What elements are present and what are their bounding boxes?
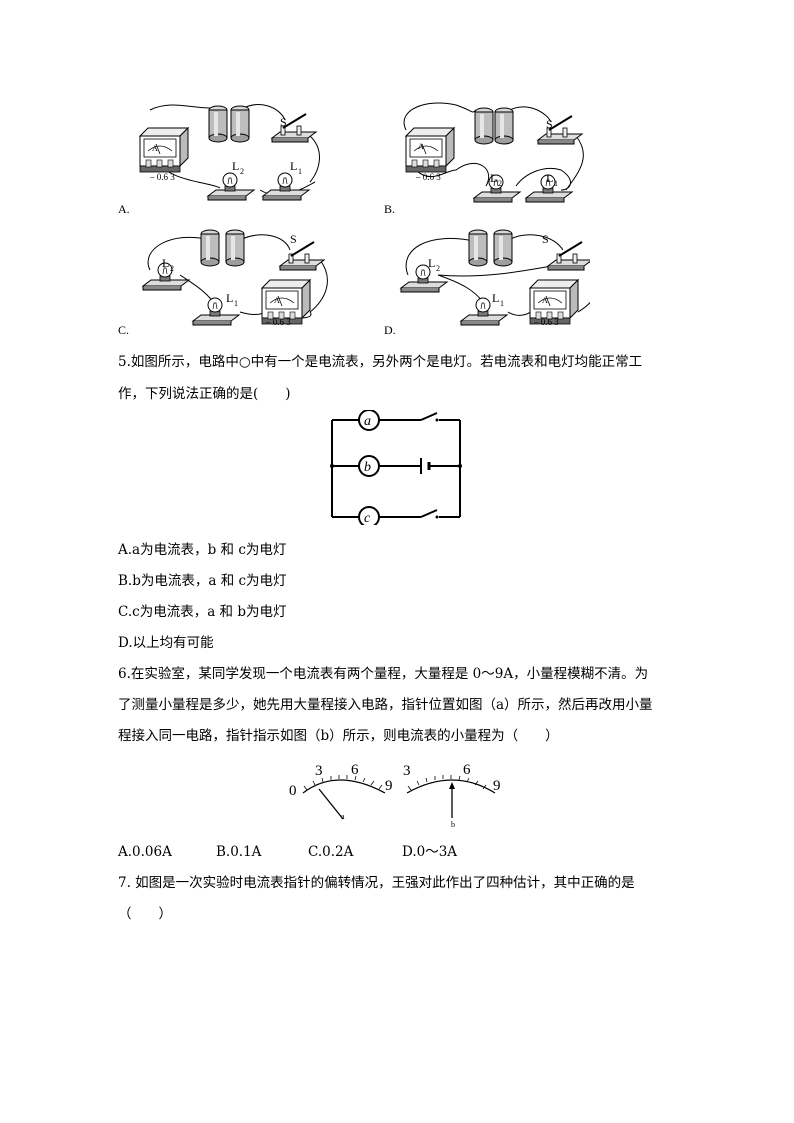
q5-circle-c-label: c	[364, 511, 371, 525]
q4-circuit-figures: A – 0.6 3 S L 2 L 1 A – 0.6 3 S L 2 L 1 …	[139, 102, 590, 327]
q6-stem-line1: 6.在实验室，某同学发现一个电流表有两个量程，大量程是 0～9A，小量程模糊不清…	[118, 666, 649, 682]
q4-d-ammeter-symbol: A	[542, 296, 548, 305]
q6-dial-a-tick-6: 6	[351, 762, 359, 778]
q4-a-range-label: – 0.6 3	[149, 172, 175, 182]
q4-c-range-label: – 0.6 3	[265, 317, 291, 327]
q4-d-switch-label: S	[542, 232, 549, 246]
q4-b-l1-sub: 1	[554, 179, 558, 188]
q4-option-b-letter[interactable]: B.	[384, 202, 396, 216]
q4-option-b-figure	[403, 102, 584, 203]
q4-b-l2-sub: 2	[498, 179, 502, 188]
q4-a-l1-sub: 1	[298, 167, 302, 176]
q4-d-range-label: – 0.6 3	[533, 317, 559, 327]
q5-stem-line2: 作，下列说法正确的是( )	[118, 386, 291, 402]
q6-dial-a-tick-3: 3	[315, 763, 323, 779]
q5-circle-a-label: a	[364, 414, 371, 429]
q6-dial-b	[406, 775, 496, 818]
q5-circle-b-label: b	[364, 460, 371, 475]
q7-stem-line1: 7. 如图是一次实验时电流表指针的偏转情况，王强对此作出了四种估计，其中正确的是	[118, 875, 635, 891]
q6-option-a[interactable]: A.0.06A	[118, 844, 172, 860]
q7-stem-line2: （ ）	[118, 906, 172, 922]
q6-dial-a-label: a	[341, 812, 345, 821]
q6-dial-a-tick-9: 9	[385, 778, 393, 794]
q6-dial-b-label: b	[451, 820, 455, 829]
q4-a-switch-label: S	[280, 115, 287, 129]
q4-d-l2-sub: 2	[436, 264, 440, 273]
q6-option-b[interactable]: B.0.1A	[216, 844, 262, 860]
q4-c-l2-label: L	[162, 256, 169, 270]
q4-option-a-letter[interactable]: A.	[118, 202, 130, 216]
q6-option-d[interactable]: D.0～3A	[402, 844, 458, 860]
q5-circuit-diagram: a b c	[330, 410, 462, 525]
q5-option-d[interactable]: D.以上均有可能	[118, 635, 214, 651]
q4-d-l2-label: L	[428, 256, 435, 270]
q6-stem-line3: 程接入同一电路，指针指示如图（b）所示，则电流表的小量程为（ ）	[118, 728, 559, 744]
q4-b-l2-label: L	[490, 171, 497, 185]
q5-option-c[interactable]: C.c为电流表，a 和 b为电灯	[118, 604, 287, 620]
q4-option-c-letter[interactable]: C.	[118, 323, 130, 337]
q6-option-c[interactable]: C.0.2A	[308, 844, 354, 860]
q4-b-range-label: – 0.6 3	[415, 172, 441, 182]
q4-a-ammeter-symbol: A	[152, 144, 158, 153]
q4-a-l2-sub: 2	[240, 167, 244, 176]
q4-option-a-figure	[139, 104, 320, 201]
q5-stem-line1: 5.如图所示，电路中○中有一个是电流表，另外两个是电灯。若电流表和电灯均能正常工	[118, 354, 643, 370]
q4-b-switch-label: S	[546, 117, 553, 131]
q6-ammeter-dials: 0 3 6 9 a 3 6 9 b	[289, 762, 501, 829]
q4-b-ammeter-symbol: A	[418, 142, 424, 151]
q4-c-switch-label: S	[290, 232, 297, 246]
q6-dial-b-tick-6: 6	[463, 762, 471, 778]
q6-dial-a	[302, 775, 386, 820]
q5-option-a[interactable]: A.a为电流表，b 和 c为电灯	[118, 542, 287, 558]
q4-c-l2-sub: 2	[170, 264, 174, 273]
q6-dial-a-tick-0: 0	[289, 783, 297, 799]
q4-c-ammeter-symbol: A	[274, 296, 280, 305]
q6-stem-line2: 了测量小量程是多少，她先用大量程接入电路，指针位置如图（a）所示，然后再改用小量	[118, 697, 653, 713]
q4-a-l2-label: L	[232, 159, 239, 173]
q5-option-b[interactable]: B.b为电流表，a 和 c为电灯	[118, 573, 287, 589]
q4-a-l1-label: L	[290, 159, 297, 173]
q4-option-d-figure	[400, 229, 590, 326]
q4-c-l1-label: L	[226, 291, 233, 305]
q4-d-l1-sub: 1	[500, 299, 504, 308]
q6-dial-b-tick-9: 9	[493, 778, 501, 794]
q6-dial-b-tick-3: 3	[403, 763, 411, 779]
q4-option-c-figure	[142, 229, 328, 326]
q4-option-d-letter[interactable]: D.	[384, 323, 396, 337]
q4-c-l1-sub: 1	[234, 299, 238, 308]
q4-b-l1-label: L	[546, 171, 553, 185]
q4-d-l1-label: L	[492, 291, 499, 305]
